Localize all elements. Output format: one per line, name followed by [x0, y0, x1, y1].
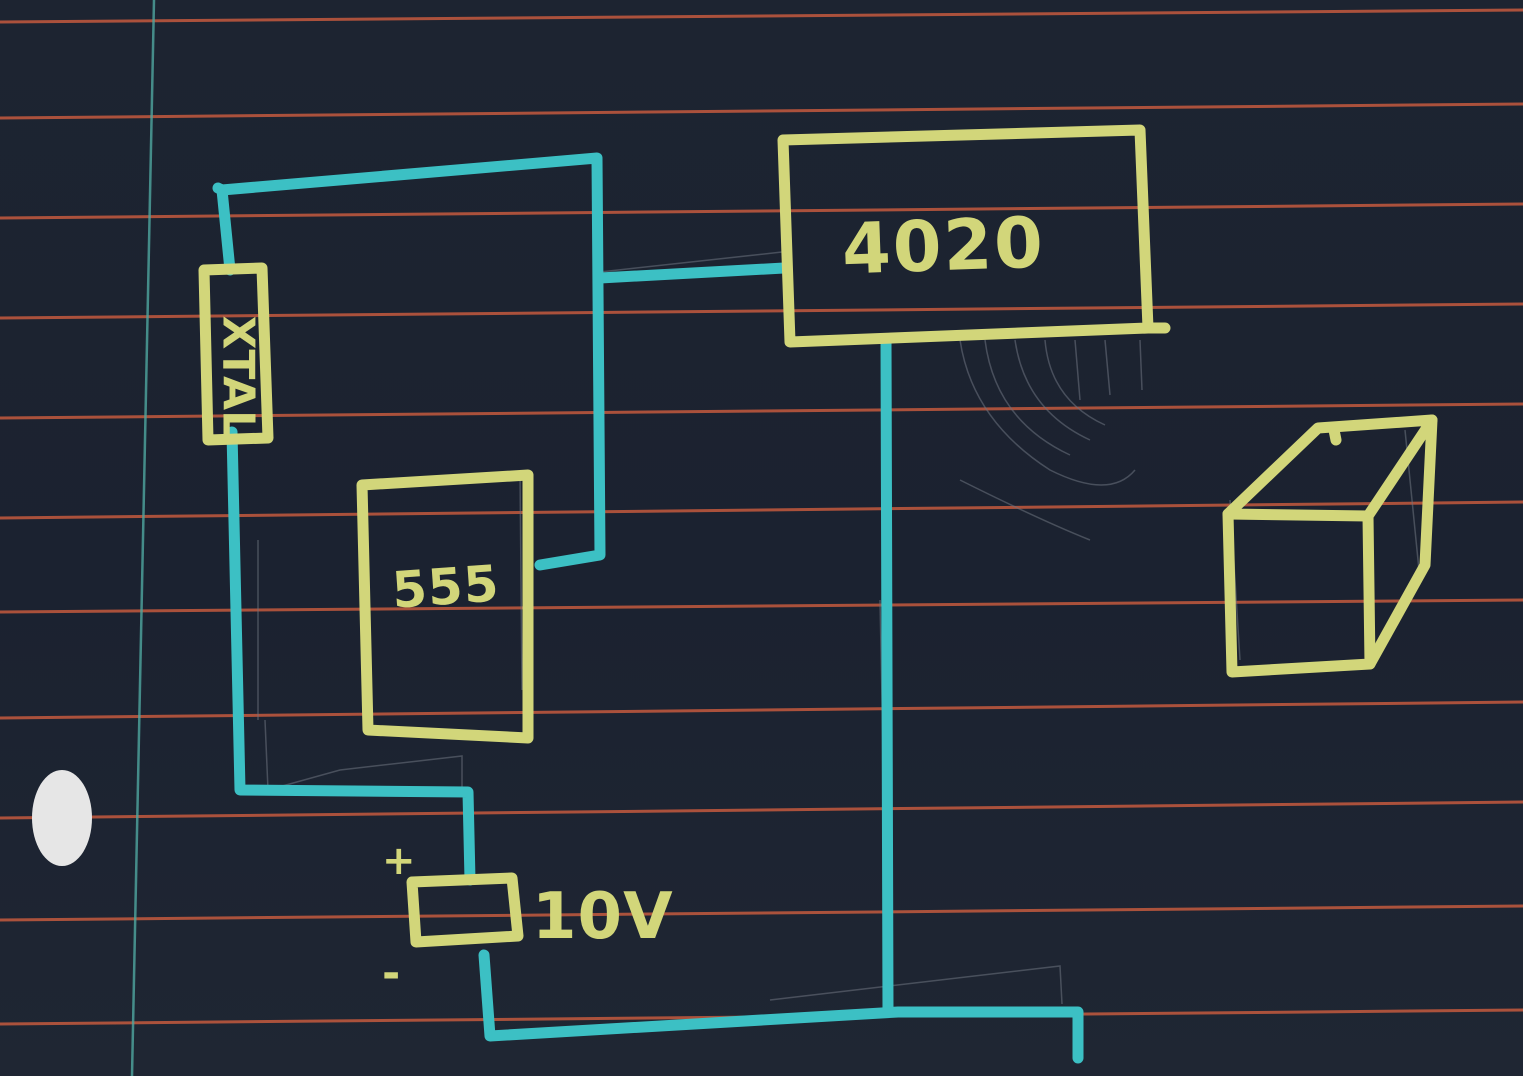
wire-left-rail: [226, 426, 476, 886]
pencil-guides: [257, 251, 1421, 1005]
punch-hole: [32, 770, 92, 866]
battery-box: [406, 872, 524, 948]
rule-line: [0, 302, 1523, 320]
rule-line: [0, 202, 1523, 220]
battery-voltage-label: 10V: [532, 880, 674, 954]
rule-line: [0, 102, 1523, 120]
wires: [212, 152, 1084, 1064]
cube-icon: [1222, 414, 1438, 678]
components: [198, 124, 1438, 948]
wire-top-loop: [212, 152, 606, 571]
rule-line: [0, 700, 1523, 720]
chip-4020-box: [777, 124, 1171, 348]
margin-line: [130, 0, 156, 1076]
ruled-lines: [0, 8, 1523, 1026]
rule-line: [0, 598, 1523, 614]
rule-line: [0, 8, 1523, 24]
crystal-label: XTAL: [212, 315, 264, 439]
rule-line: [0, 402, 1523, 420]
wire-crystal-top: [216, 184, 236, 276]
rule-line: [0, 500, 1523, 520]
chip-555-box: [356, 469, 534, 744]
chip-4020-label: 4020: [840, 201, 1047, 291]
chip-555-label: 555: [390, 554, 502, 620]
rule-line: [0, 904, 1523, 922]
rule-line: [0, 800, 1523, 820]
battery-plus-label: +: [382, 838, 416, 884]
wire-battery-bottom: [478, 949, 1084, 1064]
wire-to-4020: [594, 262, 790, 284]
battery-minus-label: -: [382, 948, 401, 999]
crystal-box: [198, 262, 274, 446]
wire-4020-down: [880, 334, 894, 1018]
